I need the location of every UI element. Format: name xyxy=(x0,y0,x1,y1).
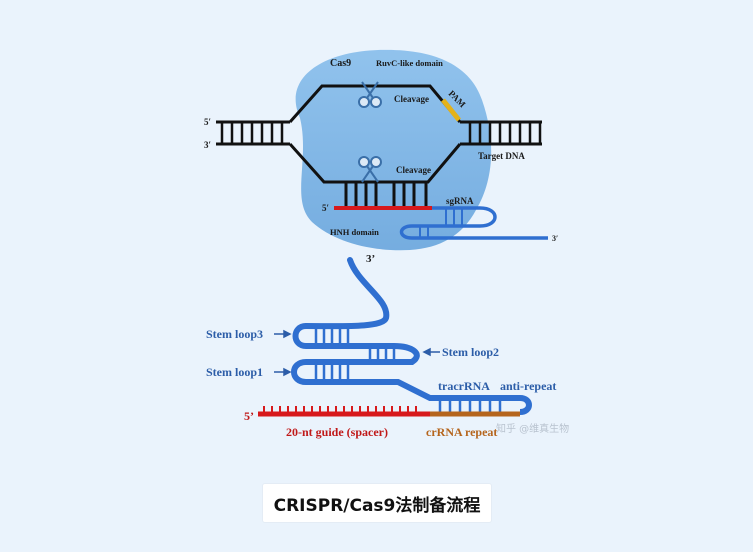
stem-loop2-label: Stem loop2 xyxy=(442,345,499,359)
five-prime-bottom-label: 5’ xyxy=(244,409,254,423)
five-prime-guide-label: 5′ xyxy=(322,203,329,213)
scissors-icon xyxy=(358,156,382,183)
figure-caption: CRISPR/Cas9法制备流程 xyxy=(263,484,491,522)
sgrna-3prime-tail xyxy=(303,257,390,330)
arrow-icon xyxy=(422,347,440,357)
stem-loop-1 xyxy=(291,359,520,401)
arrow-icon xyxy=(274,329,292,339)
five-prime-top-label: 5′ xyxy=(204,117,211,127)
stem-loop1-label: Stem loop1 xyxy=(206,365,263,379)
three-prime-left-label: 3′ xyxy=(204,140,211,150)
target-dna-label: Target DNA xyxy=(478,151,525,161)
guide-spacer-label: 20-nt guide (spacer) xyxy=(286,425,388,439)
arrow-icon xyxy=(274,367,292,377)
cleavage-bottom-label: Cleavage xyxy=(396,165,431,175)
guide-spacer-ticks xyxy=(263,406,417,414)
anti-repeat-rungs xyxy=(438,398,502,412)
stem-loop-2 xyxy=(306,343,420,365)
sgrna-hairpin-rungs xyxy=(419,208,463,238)
tracrrna-label: tracrRNA xyxy=(438,379,490,393)
anti-repeat-loop xyxy=(519,395,532,415)
sgrna-label: sgRNA xyxy=(446,196,474,206)
dna-right-duplex xyxy=(460,120,542,146)
top-panel: Cas9 RuvC-like domain Cleavage PAM Cleav… xyxy=(204,49,558,251)
three-prime-tail-label: 3′ xyxy=(552,234,558,243)
guide-base-pairs xyxy=(344,182,428,206)
stem-loop-2-rungs xyxy=(368,346,396,362)
three-prime-bottom-label: 3’ xyxy=(366,253,375,265)
bottom-panel: 3’ Stem loop3 Stem loop2 Stem loop1 trac… xyxy=(206,253,569,439)
stem-loop-3 xyxy=(292,323,394,349)
pam-segment xyxy=(441,98,461,122)
stem-loop3-label: Stem loop3 xyxy=(206,327,263,341)
scissors-icon xyxy=(358,81,382,108)
hnh-label: HNH domain xyxy=(330,227,379,237)
crrna-repeat-label: crRNA repeat xyxy=(426,425,497,439)
stem-loop-3-rungs xyxy=(314,326,350,346)
watermark: 知乎 @维真生物 xyxy=(496,422,569,435)
ruvc-label: RuvC-like domain xyxy=(376,58,443,68)
cas9-label: Cas9 xyxy=(330,58,351,69)
stem-loop-1-rungs xyxy=(314,362,350,382)
cleavage-top-label: Cleavage xyxy=(394,94,429,104)
anti-repeat-label: anti-repeat xyxy=(500,379,556,393)
dna-left-duplex xyxy=(216,120,290,146)
